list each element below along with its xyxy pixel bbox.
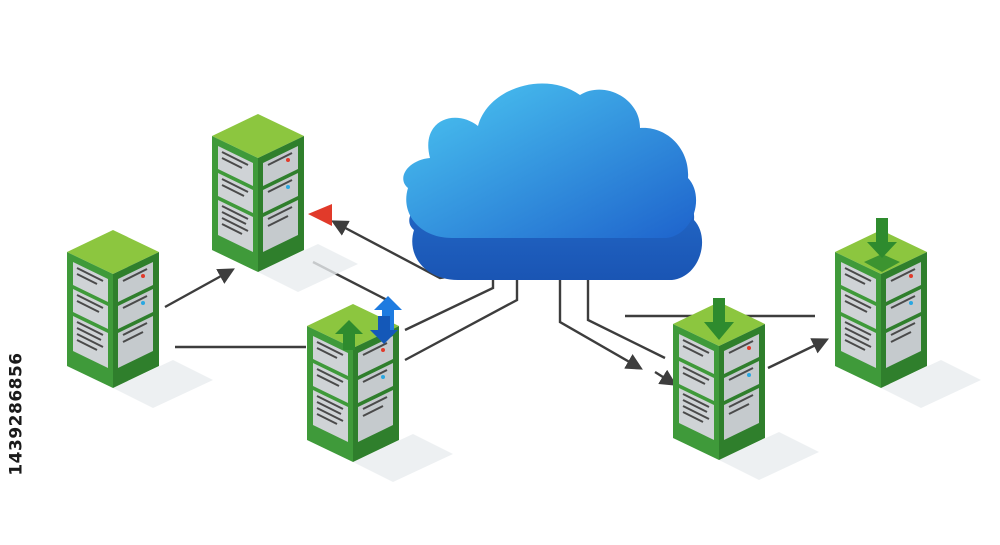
server-right-download <box>834 229 981 408</box>
upload-arrow-icon <box>335 320 363 350</box>
server-left <box>66 229 213 408</box>
connector-cloud-to-center-right-b <box>586 274 666 360</box>
connector-center-right-to-right <box>767 338 830 370</box>
stock-id-label: 1439286856 <box>4 296 30 532</box>
connector-left-to-top-left <box>164 268 235 309</box>
server-top-left <box>211 113 358 292</box>
server-center-right-download <box>672 301 819 480</box>
cloud-icon <box>403 83 703 280</box>
sync-arrows-icon <box>370 296 402 344</box>
server-rack-icon <box>211 113 305 273</box>
red-pointer-icon <box>308 204 332 226</box>
connector-cloud-to-center-right-a <box>558 262 643 370</box>
server-rack-icon <box>66 229 160 389</box>
download-arrow-icon <box>704 298 734 340</box>
download-arrow-icon-right <box>864 218 900 272</box>
connector-into-center-right <box>654 369 677 386</box>
stock-id-text: 1439286856 <box>7 352 28 476</box>
